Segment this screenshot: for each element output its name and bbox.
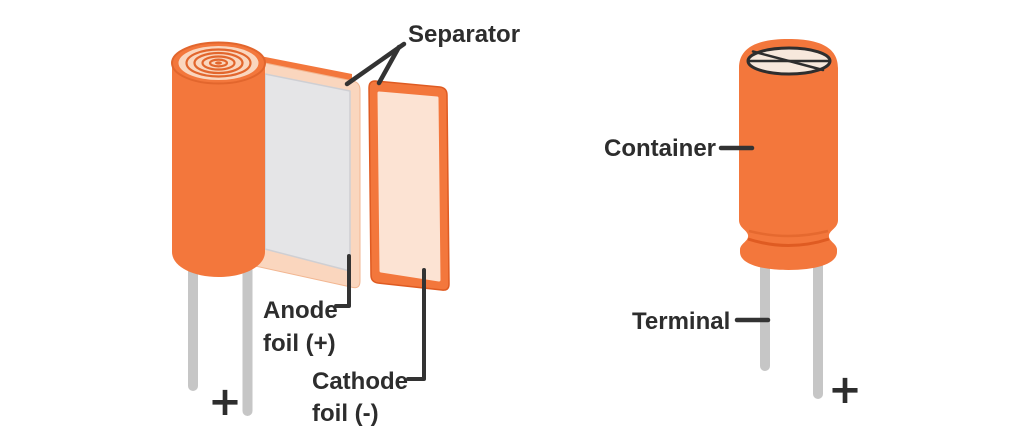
separator-label: Separator (408, 21, 520, 48)
anode-label-line1: Anode (263, 297, 338, 324)
vent-score-diagonal (751, 50, 825, 72)
cathode-pointer-line (406, 268, 426, 381)
anode-label-line2: foil (+) (263, 330, 336, 357)
roll-spiral-ring (208, 58, 229, 68)
container-crimp-line-lower (747, 237, 830, 247)
assembled-capacitor-group: + (739, 39, 862, 413)
anode-pointer-line (334, 254, 351, 308)
anode-foil-sheet (264, 73, 351, 272)
rolled-body (172, 63, 265, 277)
terminal-label: Terminal (632, 308, 730, 335)
unrolled-capacitor-group: + (171, 41, 450, 425)
cathode-label-line1: Cathode (312, 368, 408, 395)
roll-spiral-ring (193, 51, 244, 75)
roll-spiral-ring (185, 48, 252, 78)
cathode-label-line2: foil (-) (312, 400, 379, 427)
separator-sheet-2 (377, 91, 441, 282)
terminal-wire-positive (813, 230, 823, 399)
roll-spiral-ring (201, 55, 236, 71)
container-label: Container (604, 135, 716, 162)
roll-spiral-center (215, 61, 222, 65)
polarity-plus-right: + (828, 367, 862, 413)
container-body (739, 39, 838, 270)
separator-pointer-line-2 (376, 44, 402, 86)
container-crimp-line-upper (748, 229, 829, 238)
unrolled-cathode-lead-wire (188, 240, 198, 391)
annotation-layer: Separator Anode foil (+) Cathode foil (-… (263, 21, 771, 427)
polarity-plus-left: + (208, 379, 242, 425)
unrolled-anode-lead-wire (242, 240, 253, 416)
